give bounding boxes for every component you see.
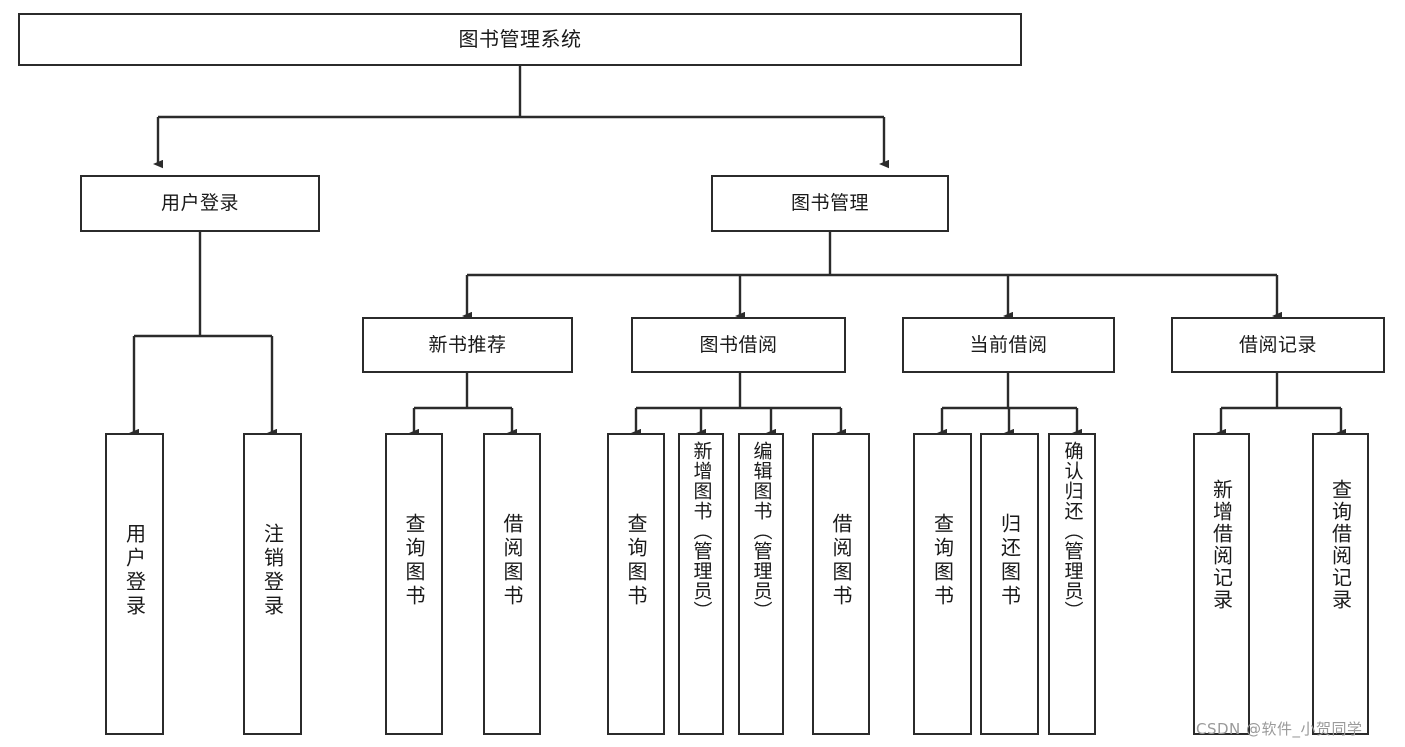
leaf-query-borrow-record[interactable]: 查询借阅记录 [1312, 433, 1369, 735]
leaf-user-login[interactable]: 用户登录 [105, 433, 164, 735]
node-label: 图书管理 [790, 192, 869, 215]
leaf-add-borrow-record[interactable]: 新增借阅记录 [1193, 433, 1250, 735]
leaf-logout-login[interactable]: 注销登录 [243, 433, 302, 735]
leaf-confirm-return-admin[interactable]: 确认归还（管理员） [1048, 433, 1096, 735]
node-label: 借阅记录 [1238, 333, 1317, 356]
leaf-query-book-borrow[interactable]: 查询图书 [607, 433, 665, 735]
node-root-system[interactable]: 图书管理系统 [18, 13, 1022, 66]
node-book-borrow[interactable]: 图书借阅 [631, 317, 846, 373]
leaf-add-book-admin[interactable]: 新增图书（管理员） [678, 433, 724, 735]
node-label: 注销登录 [260, 523, 285, 619]
node-label: 确认归还（管理员） [1061, 441, 1084, 621]
node-current-borrow[interactable]: 当前借阅 [902, 317, 1115, 373]
leaf-edit-book-admin[interactable]: 编辑图书（管理员） [738, 433, 784, 735]
node-label: 查询图书 [624, 513, 648, 609]
node-label: 查询图书 [930, 513, 955, 609]
node-label: 借阅图书 [500, 513, 524, 609]
node-label: 查询借阅记录 [1328, 479, 1353, 611]
node-label: 图书借阅 [699, 333, 778, 356]
node-label: 图书管理系统 [458, 26, 582, 51]
node-user-login[interactable]: 用户登录 [80, 175, 320, 232]
leaf-borrow-book[interactable]: 借阅图书 [812, 433, 870, 735]
leaf-query-book-current[interactable]: 查询图书 [913, 433, 972, 735]
node-label: 查询图书 [402, 513, 426, 609]
node-label: 新书推荐 [428, 333, 507, 356]
node-book-manage[interactable]: 图书管理 [711, 175, 949, 232]
leaf-query-book-recommend[interactable]: 查询图书 [385, 433, 443, 735]
node-borrow-record[interactable]: 借阅记录 [1171, 317, 1385, 373]
node-label: 借阅图书 [829, 513, 853, 609]
node-label: 用户登录 [122, 523, 147, 619]
node-label: 编辑图书（管理员） [750, 441, 773, 621]
leaf-return-book[interactable]: 归还图书 [980, 433, 1039, 735]
node-label: 当前借阅 [969, 333, 1048, 356]
leaf-borrow-book-recommend[interactable]: 借阅图书 [483, 433, 541, 735]
node-new-book-recommend[interactable]: 新书推荐 [362, 317, 573, 373]
node-label: 新增图书（管理员） [690, 441, 713, 621]
node-label: 归还图书 [997, 513, 1022, 609]
node-label: 用户登录 [160, 192, 239, 215]
node-label: 新增借阅记录 [1209, 479, 1234, 611]
